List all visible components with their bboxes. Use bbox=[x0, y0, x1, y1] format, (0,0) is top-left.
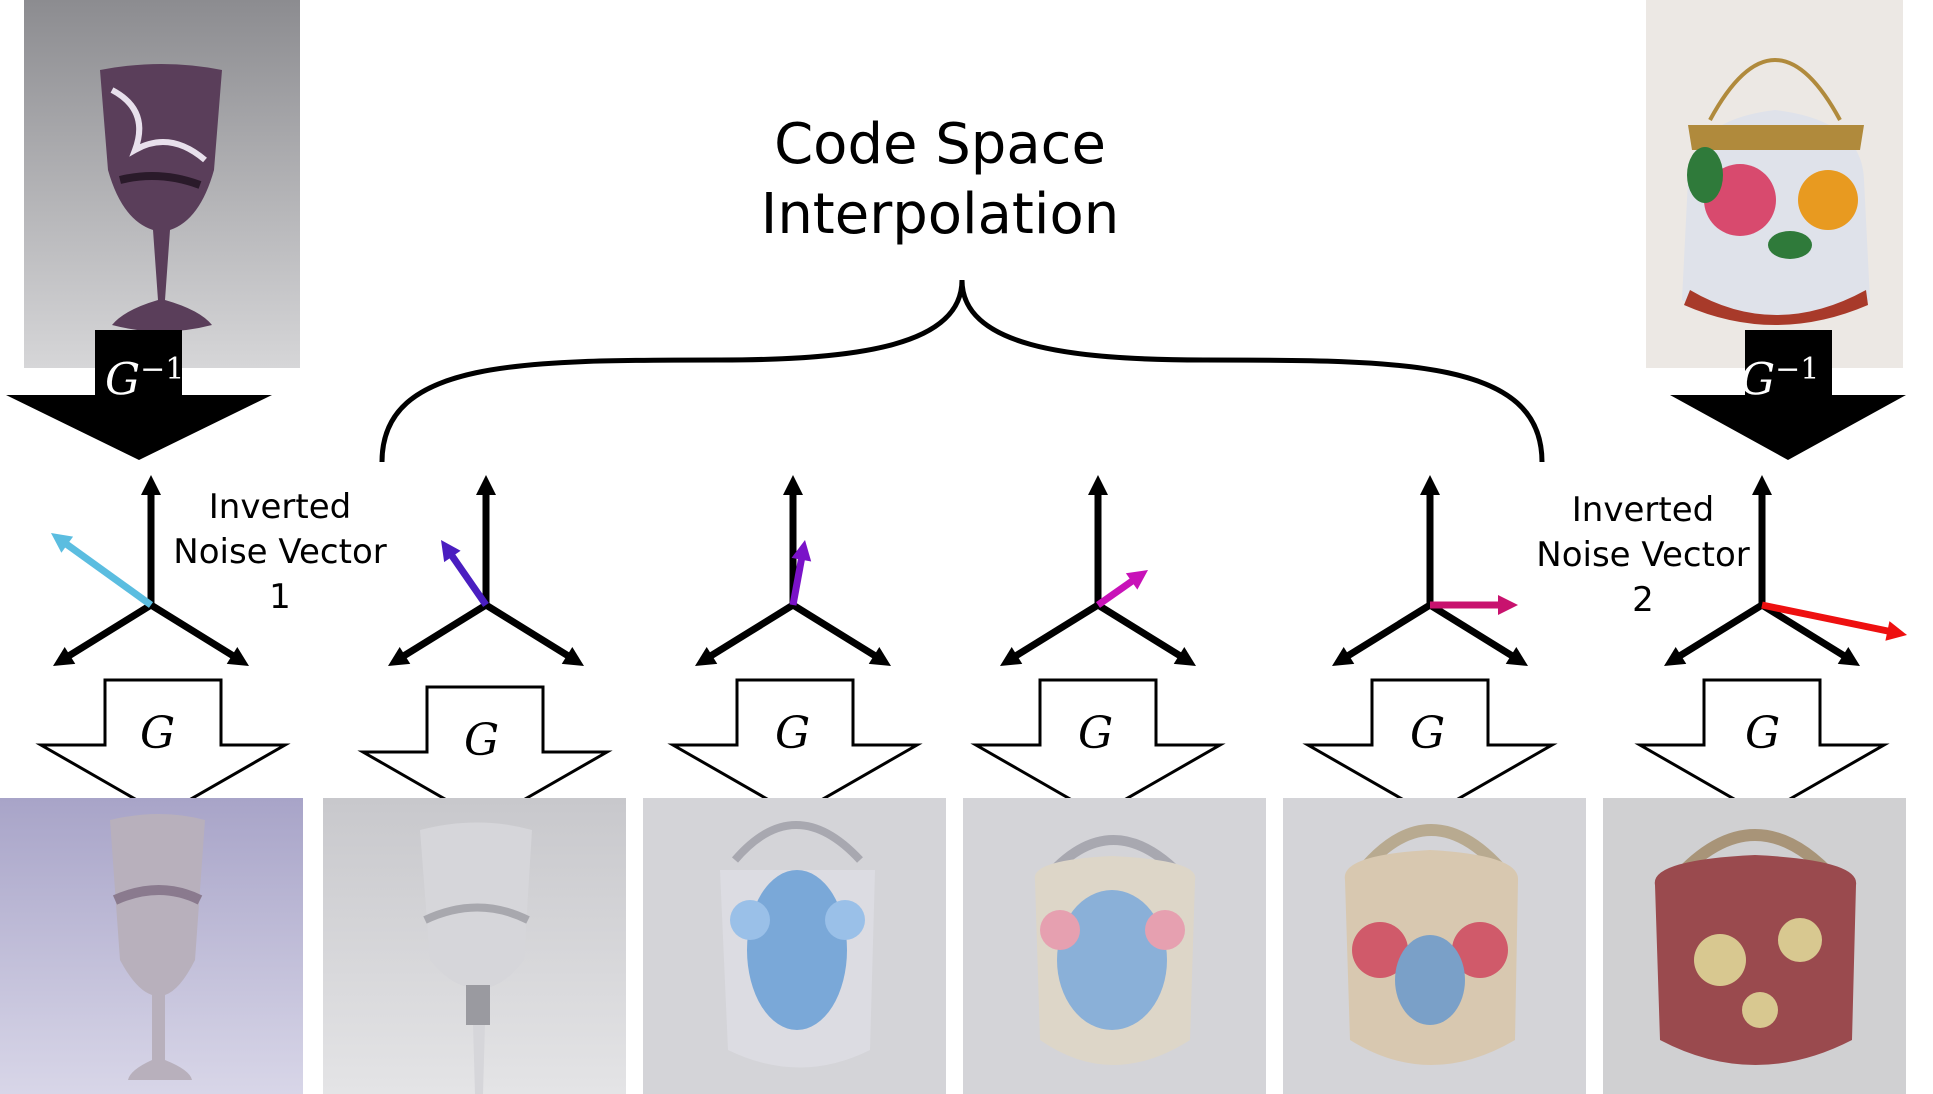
axis-1-left bbox=[65, 602, 153, 660]
vector-label-2-line-3: 2 bbox=[1632, 580, 1654, 620]
inverse-arrow-1 bbox=[6, 330, 272, 460]
noise-vector-2-head bbox=[441, 540, 461, 563]
axis-4-left bbox=[1012, 602, 1100, 660]
generator-arrow-2 bbox=[357, 685, 613, 824]
axis-5-left-head bbox=[1332, 646, 1355, 666]
inverse-letter-2: G bbox=[1740, 354, 1776, 406]
noise-vector-6 bbox=[1761, 601, 1893, 636]
noise-vector-5-head bbox=[1498, 595, 1518, 615]
axis-4-right-head bbox=[1173, 646, 1196, 666]
axis-3-right bbox=[791, 602, 879, 660]
generator-symbol-2: G bbox=[464, 715, 500, 766]
generated-image-4 bbox=[963, 798, 1266, 1094]
generated-image-1 bbox=[0, 798, 303, 1094]
generator-arrow-5 bbox=[1302, 678, 1558, 817]
axis-1-right-head bbox=[226, 646, 249, 666]
inverse-symbol-1: G−1 bbox=[105, 352, 184, 406]
interpolation-brace bbox=[379, 279, 1545, 463]
inverse-exponent-2: −1 bbox=[1775, 352, 1820, 387]
generated-image-2 bbox=[323, 798, 626, 1094]
axis-5-right bbox=[1428, 602, 1516, 660]
generated-image-6 bbox=[1603, 798, 1906, 1094]
title-line-1: Code Space bbox=[774, 112, 1106, 177]
axis-3-left bbox=[707, 602, 795, 660]
generator-arrow-1 bbox=[35, 678, 291, 817]
axis-5-left bbox=[1344, 602, 1432, 660]
axis-6-up-head bbox=[1752, 475, 1772, 495]
noise-vector-2 bbox=[447, 551, 489, 607]
axis-1-left-head bbox=[53, 646, 76, 666]
noise-vector-4 bbox=[1095, 576, 1137, 608]
vector-label-2: Inverted Noise Vector 2 bbox=[1523, 488, 1763, 623]
vector-label-2-line-1: Inverted bbox=[1571, 490, 1715, 530]
axis-2-right-head bbox=[561, 646, 584, 666]
noise-vector-3 bbox=[789, 555, 806, 606]
generator-symbol-3: G bbox=[775, 708, 811, 759]
axis-3-up-head bbox=[783, 475, 803, 495]
axis-3-right-head bbox=[868, 646, 891, 666]
noise-vector-6-head bbox=[1885, 621, 1907, 641]
axis-4-right bbox=[1096, 602, 1184, 660]
axis-2-left-head bbox=[388, 646, 411, 666]
vector-label-1: Inverted Noise Vector 1 bbox=[160, 485, 400, 620]
axis-6-left bbox=[1676, 602, 1764, 660]
generated-image-3 bbox=[643, 798, 946, 1094]
generator-arrows bbox=[35, 678, 1890, 824]
chart-title: Code Space Interpolation bbox=[700, 110, 1180, 250]
generator-symbol-4: G bbox=[1078, 708, 1114, 759]
generator-symbol-5: G bbox=[1410, 708, 1446, 759]
generator-arrow-3 bbox=[667, 678, 923, 817]
generator-arrow-6 bbox=[1634, 678, 1890, 817]
noise-vector-1-head bbox=[51, 533, 74, 553]
noise-vector-4-head bbox=[1125, 570, 1148, 590]
latent-axes bbox=[51, 475, 1907, 666]
source-image-goblet bbox=[24, 0, 300, 368]
source-image-purse bbox=[1646, 0, 1903, 368]
axis-1-up-head bbox=[141, 475, 161, 495]
vector-label-1-line-2: Noise Vector bbox=[173, 532, 387, 572]
vector-label-1-line-1: Inverted bbox=[208, 487, 352, 527]
generator-symbol-6: G bbox=[1745, 708, 1781, 759]
generator-symbol-1: G bbox=[140, 708, 176, 759]
noise-vector-3-head bbox=[791, 540, 812, 562]
axis-2-right bbox=[484, 602, 572, 660]
axis-6-left-head bbox=[1664, 646, 1687, 666]
generator-arrow-4 bbox=[970, 678, 1226, 817]
vector-label-1-line-3: 1 bbox=[269, 577, 291, 617]
inverse-symbol-2: G−1 bbox=[1740, 352, 1819, 406]
generated-image-5 bbox=[1283, 798, 1586, 1094]
noise-vector-1 bbox=[61, 539, 154, 608]
inverse-exponent-1: −1 bbox=[140, 352, 185, 387]
axis-4-left-head bbox=[1000, 646, 1023, 666]
axis-6-right bbox=[1760, 602, 1848, 660]
axis-5-right-head bbox=[1505, 646, 1528, 666]
title-line-2: Interpolation bbox=[760, 182, 1120, 247]
axis-5-up-head bbox=[1420, 475, 1440, 495]
axis-6-right-head bbox=[1837, 646, 1860, 666]
vector-label-2-line-2: Noise Vector bbox=[1536, 535, 1750, 575]
inverse-letter-1: G bbox=[105, 354, 141, 406]
axis-3-left-head bbox=[695, 646, 718, 666]
axis-1-right bbox=[149, 602, 237, 660]
axis-2-up-head bbox=[476, 475, 496, 495]
axis-4-up-head bbox=[1088, 475, 1108, 495]
inverse-arrow-2 bbox=[1670, 330, 1906, 460]
axis-2-left bbox=[400, 602, 488, 660]
